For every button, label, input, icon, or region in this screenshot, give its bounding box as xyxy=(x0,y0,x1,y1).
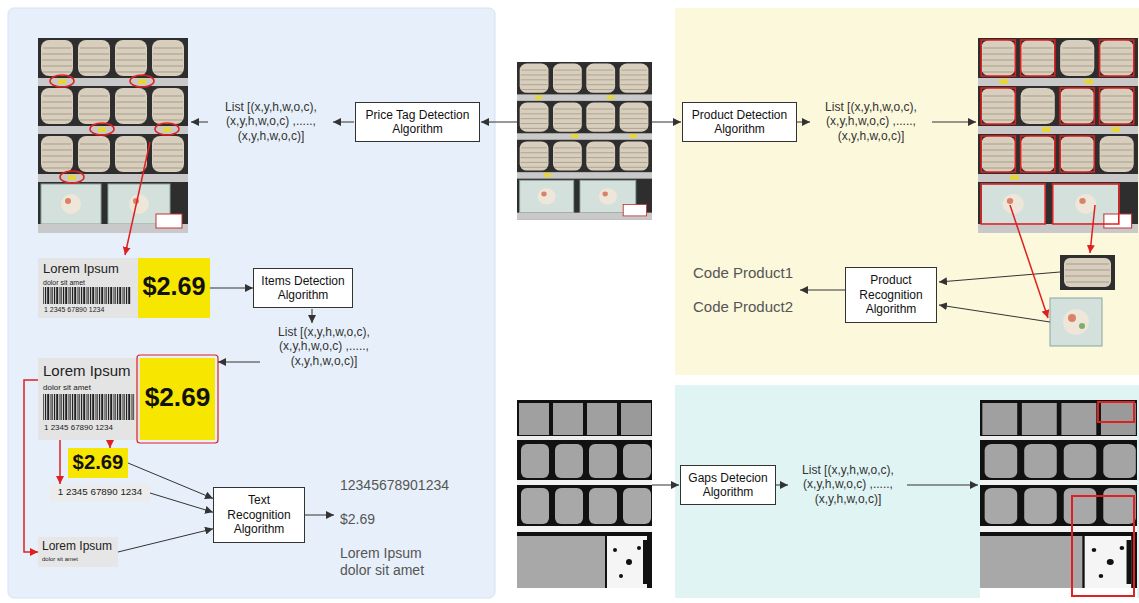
tag-text: dolor sit amet xyxy=(42,556,78,563)
connector xyxy=(109,440,111,448)
process-box: Text Recognition Algorithm xyxy=(213,487,305,542)
result-text: Lorem Ipsum dolor sit amet xyxy=(340,545,445,579)
connector xyxy=(210,288,253,289)
process-box: Product Detection Algorithm xyxy=(682,102,797,143)
panel xyxy=(675,385,1139,598)
tag-text: 1 2345 67890 1234 xyxy=(50,486,150,497)
panel xyxy=(8,8,495,598)
price-tag: Lorem Ipsum dolor sit amet 1 2345 67890 12… xyxy=(38,358,215,440)
connector xyxy=(150,493,213,512)
process-box: Gaps Detecion Algorithm xyxy=(680,465,776,506)
box-label: Price Tag Detection Algorithm xyxy=(361,108,474,137)
tag-text: Lorem Ipsum xyxy=(43,262,119,277)
tag-text: $2.69 xyxy=(68,451,128,474)
result-text: $2.69 xyxy=(340,511,375,528)
crop-photo xyxy=(1060,255,1115,290)
tag-text: Lorem Ipsum xyxy=(42,540,112,554)
price-crop: $2.69 xyxy=(68,448,128,478)
process-box: Price Tag Detection Algorithm xyxy=(355,102,480,143)
tag-text: $2.69 xyxy=(140,382,215,412)
process-box: Items Detection Algorithm xyxy=(253,268,353,309)
crop-shape xyxy=(68,448,128,478)
tag-text: Lorem Ipsum xyxy=(43,362,131,379)
tag-text: 1 2345 67890 1234 xyxy=(44,423,113,432)
connector xyxy=(59,440,61,484)
box-label: Items Detection Algorithm xyxy=(259,274,347,303)
list-output: List [(x,y,h,w,o,c), (x,y,h,w,o,c) ,....… xyxy=(812,100,930,143)
text-crop: Lorem Ipsum dolor sit amet xyxy=(38,537,118,567)
gap-box xyxy=(1098,402,1134,422)
tag-text: dolor sit amet xyxy=(43,279,85,287)
box-label: Product Recognition Algorithm xyxy=(851,273,931,316)
shelf-photo xyxy=(978,38,1138,233)
list-output: List [(x,y,h,w,o,c), (x,y,h,w,o,c) ,....… xyxy=(263,325,385,368)
tag-text: $2.69 xyxy=(138,272,210,301)
gap-box xyxy=(1072,496,1134,596)
price-tag-shape xyxy=(38,258,210,318)
price-tag-shape xyxy=(38,355,218,443)
connector xyxy=(118,529,213,552)
box-label: Gaps Detecion Algorithm xyxy=(686,471,770,500)
tag-text: 1 2345 67890 1234 xyxy=(44,306,104,314)
result-text: 12345678901234 xyxy=(340,477,449,494)
shelf-photo xyxy=(517,62,652,220)
flow-arrow xyxy=(191,122,1060,515)
connector xyxy=(24,380,38,552)
barcode-crop: 1 2345 67890 1234 xyxy=(50,484,150,502)
process-box: Product Recognition Algorithm xyxy=(845,267,937,322)
shelf-photo xyxy=(38,38,188,233)
box-label: Product Detection Algorithm xyxy=(688,108,791,137)
box-label: Text Recognition Algorithm xyxy=(219,493,299,536)
product-code: Code Product2 xyxy=(693,298,793,316)
depth-image xyxy=(980,400,1137,598)
crop-shape xyxy=(38,537,118,567)
tag-text: dolor sit amet xyxy=(43,383,91,392)
price-tag: Lorem Ipsum dolor sit amet 1 2345 67890 12… xyxy=(38,258,210,318)
product-code: Code Product1 xyxy=(693,264,793,282)
depth-image xyxy=(517,400,652,598)
list-output: List [(x,y,h,w,o,c), (x,y,h,w,o,c) ,....… xyxy=(210,100,332,143)
panel xyxy=(675,8,1139,375)
crop-photo xyxy=(1050,298,1102,346)
pointer-arrow xyxy=(125,142,1095,318)
list-output: List [(x,y,h,w,o,c), (x,y,h,w,o,c) ,....… xyxy=(790,463,906,506)
crop-shape xyxy=(50,484,150,502)
